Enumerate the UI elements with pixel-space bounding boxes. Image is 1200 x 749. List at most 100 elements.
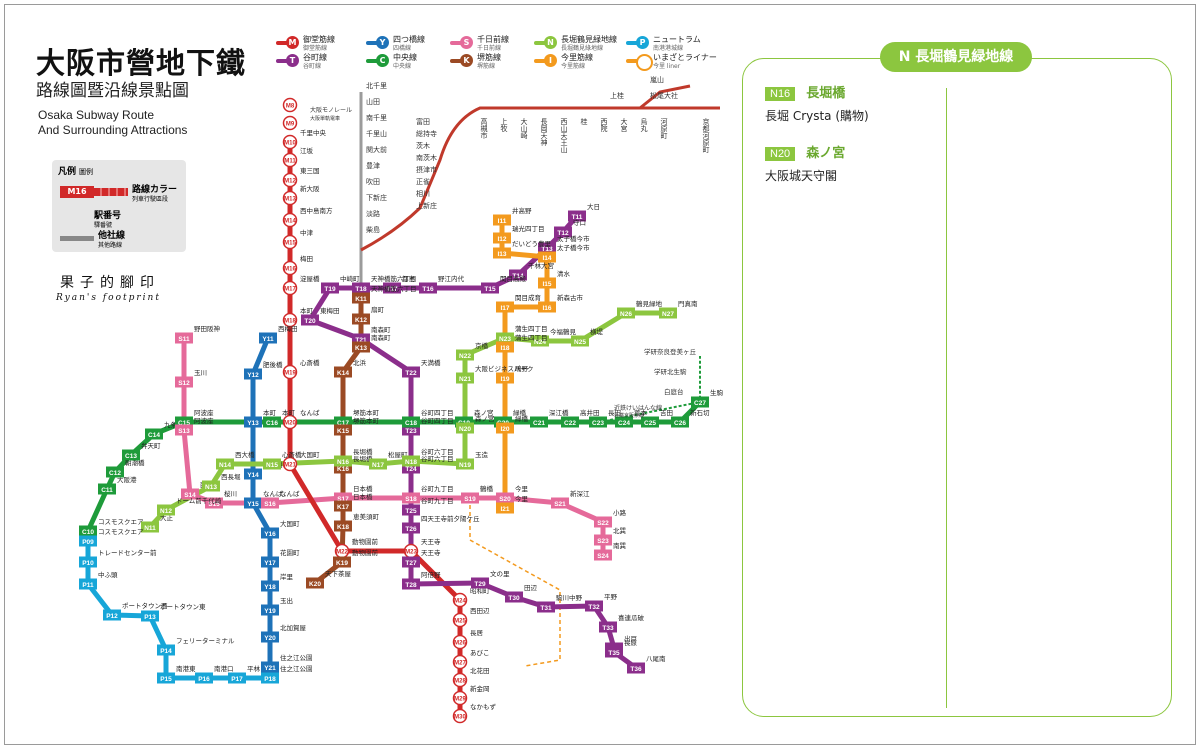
station-marker[interactable] (244, 368, 262, 380)
station-marker[interactable] (456, 372, 474, 384)
station-marker[interactable] (157, 672, 175, 684)
station-marker[interactable] (671, 416, 689, 428)
station-marker[interactable] (571, 335, 589, 347)
station-marker[interactable] (509, 269, 527, 281)
station-marker[interactable] (352, 333, 370, 345)
station-marker[interactable] (263, 458, 281, 470)
station-marker[interactable] (352, 292, 370, 304)
station-marker[interactable] (496, 502, 514, 514)
station-marker[interactable] (594, 534, 612, 546)
station-marker[interactable] (282, 414, 298, 430)
station-marker[interactable] (402, 556, 420, 568)
station-marker[interactable] (456, 422, 474, 434)
station-marker[interactable] (402, 366, 420, 378)
station-marker[interactable] (419, 282, 437, 294)
station-marker[interactable] (334, 416, 352, 428)
station-marker[interactable] (496, 422, 514, 434)
station-marker[interactable] (659, 307, 677, 319)
station-marker[interactable] (282, 115, 298, 131)
station-marker[interactable] (261, 580, 279, 592)
station-marker[interactable] (282, 456, 298, 472)
station-marker[interactable] (594, 549, 612, 561)
station-marker[interactable] (481, 282, 499, 294)
station-marker[interactable] (175, 424, 193, 436)
station-marker[interactable] (352, 282, 370, 294)
station-marker[interactable] (352, 341, 370, 353)
station-marker[interactable] (301, 314, 319, 326)
station-marker[interactable] (106, 466, 124, 478)
station-marker[interactable] (568, 210, 586, 222)
station-marker[interactable] (641, 416, 659, 428)
station-marker[interactable] (402, 578, 420, 590)
station-marker[interactable] (195, 672, 213, 684)
station-marker[interactable] (493, 214, 511, 226)
station-marker[interactable] (456, 458, 474, 470)
station-marker[interactable] (599, 621, 617, 633)
station-marker[interactable] (496, 492, 514, 504)
station-marker[interactable] (261, 497, 279, 509)
station-marker[interactable] (103, 609, 121, 621)
station-marker[interactable] (282, 212, 298, 228)
station-marker[interactable] (334, 520, 352, 532)
station-marker[interactable] (79, 525, 97, 537)
station-marker[interactable] (306, 577, 324, 589)
station-marker[interactable] (263, 416, 281, 428)
station-marker[interactable] (627, 662, 645, 674)
station-marker[interactable] (228, 672, 246, 684)
station-marker[interactable] (538, 301, 556, 313)
station-marker[interactable] (452, 612, 468, 628)
station-marker[interactable] (538, 242, 556, 254)
station-marker[interactable] (383, 282, 401, 294)
station-marker[interactable] (244, 468, 262, 480)
station-marker[interactable] (615, 416, 633, 428)
station-marker[interactable] (452, 690, 468, 706)
station-marker[interactable] (145, 428, 163, 440)
station-marker[interactable] (352, 313, 370, 325)
station-marker[interactable] (452, 708, 468, 724)
station-marker[interactable] (554, 226, 572, 238)
station-marker[interactable] (333, 556, 351, 568)
station-marker[interactable] (402, 522, 420, 534)
station-marker[interactable] (531, 335, 549, 347)
station-marker[interactable] (282, 280, 298, 296)
station-marker[interactable] (282, 312, 298, 328)
station-marker[interactable] (334, 424, 352, 436)
station-marker[interactable] (496, 341, 514, 353)
station-marker[interactable] (216, 458, 234, 470)
station-marker[interactable] (261, 604, 279, 616)
station-marker[interactable] (122, 449, 140, 461)
station-marker[interactable] (617, 307, 635, 319)
station-marker[interactable] (261, 631, 279, 643)
station-marker[interactable] (456, 349, 474, 361)
station-marker[interactable] (282, 97, 298, 113)
station-marker[interactable] (175, 376, 193, 388)
station-marker[interactable] (202, 480, 220, 492)
station-marker[interactable] (334, 455, 352, 467)
station-marker[interactable] (282, 260, 298, 276)
station-marker[interactable] (334, 492, 352, 504)
station-marker[interactable] (282, 234, 298, 250)
station-marker[interactable] (605, 646, 623, 658)
station-marker[interactable] (334, 462, 352, 474)
station-marker[interactable] (259, 332, 277, 344)
station-marker[interactable] (79, 535, 97, 547)
station-marker[interactable] (585, 600, 603, 612)
station-marker[interactable] (461, 492, 479, 504)
station-marker[interactable] (141, 521, 159, 533)
station-marker[interactable] (496, 372, 514, 384)
station-marker[interactable] (538, 251, 556, 263)
station-marker[interactable] (493, 232, 511, 244)
station-marker[interactable] (98, 483, 116, 495)
station-marker[interactable] (175, 332, 193, 344)
station-marker[interactable] (261, 527, 279, 539)
station-marker[interactable] (402, 492, 420, 504)
station-marker[interactable] (402, 416, 420, 428)
station-marker[interactable] (452, 592, 468, 608)
station-marker[interactable] (244, 497, 262, 509)
station-marker[interactable] (282, 364, 298, 380)
station-marker[interactable] (494, 416, 512, 428)
station-marker[interactable] (282, 134, 298, 150)
panel-entry-attraction[interactable]: 大阪城天守閣 (765, 169, 838, 183)
station-marker[interactable] (537, 601, 555, 613)
station-marker[interactable] (157, 504, 175, 516)
